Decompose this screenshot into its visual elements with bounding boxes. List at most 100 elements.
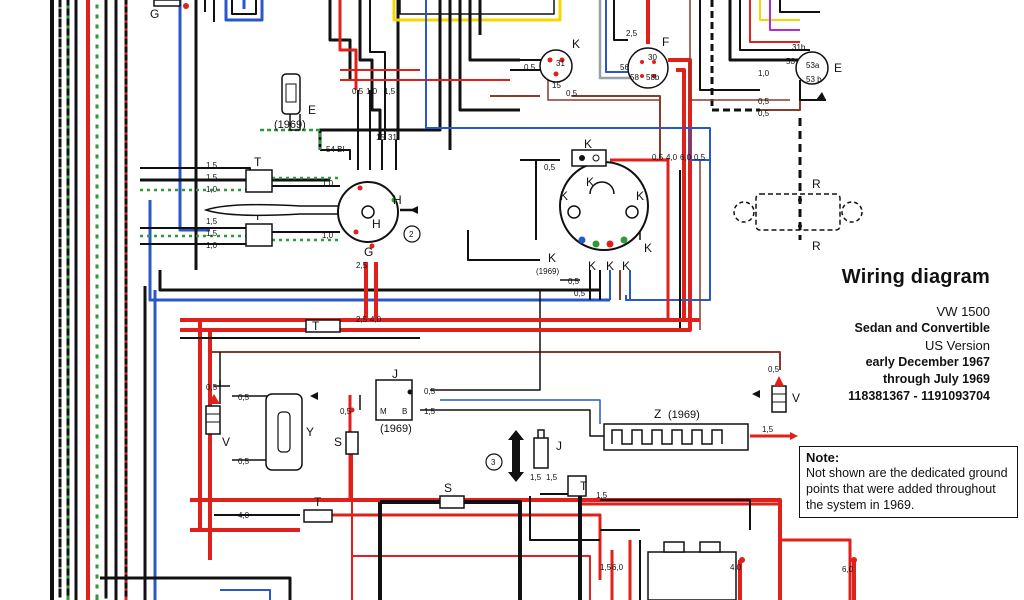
label-v2: V <box>792 391 800 405</box>
wire-40-bottom: 4,0 <box>238 511 250 520</box>
component-t1-mid: T 2,5 4,0 <box>305 315 382 333</box>
gauge-label: 15 <box>376 133 385 142</box>
gauge-label: 2,5 <box>356 261 368 270</box>
pin-f-30: 30 <box>648 53 657 62</box>
gauge-label: 6,0 <box>612 563 624 572</box>
pin-k8-15: 15 <box>552 81 561 90</box>
date-from: early December 1967 <box>865 355 990 369</box>
label-s2: S <box>334 435 342 449</box>
component-g1: G <box>150 0 189 21</box>
gauge-label: 0,5 <box>758 109 770 118</box>
gauge-label: 0,5 <box>352 87 364 96</box>
gauge-label: 1,0 <box>206 185 218 194</box>
component-r1: R R <box>733 177 863 253</box>
pin-j9-m: M <box>380 407 387 416</box>
label-k10-year: (1969) <box>536 267 559 276</box>
label-j5: J <box>556 439 562 453</box>
pin-k8-31: 31 <box>556 59 565 68</box>
label-z1: Z <box>654 407 661 421</box>
wire-40-battery: 4,0 <box>730 563 742 572</box>
gauge-label: 1,0 <box>322 231 334 240</box>
gauge-label: 4,0 <box>666 153 678 162</box>
wire-60: 6,0 <box>842 565 854 574</box>
middle-wires <box>140 0 790 600</box>
label-k7: K <box>584 137 592 151</box>
component-e15: E (1969) <box>274 73 316 131</box>
label-circle-2: 2 <box>409 230 414 239</box>
pin-e-53a: 53a <box>806 61 820 70</box>
wire-25: 2,5 <box>356 315 368 324</box>
gauge-label: 1,5 <box>600 563 612 572</box>
gauge-label: 1,0 <box>322 179 334 188</box>
label-g: G <box>364 245 373 259</box>
label-h2: H <box>393 193 402 207</box>
component-battery: 4,0 6,0 <box>647 541 857 600</box>
component-j5: J <box>533 429 562 469</box>
label-r1: R <box>812 177 821 191</box>
component-y: Y <box>265 392 318 471</box>
gauge-label: 1,5 <box>206 173 218 182</box>
gauge-label: 0,5 <box>566 89 578 98</box>
top-wires <box>178 0 826 560</box>
model-name: VW 1500 <box>936 304 990 319</box>
label-v1: V <box>222 435 230 449</box>
label-e: E <box>834 61 842 75</box>
component-z1: Z (1969) 1,5 <box>603 407 798 451</box>
wire-gauge-labels: 1,5 1,5 1,0 1,5 1,5 1,0 1,0 1,0 0,5 1,0 … <box>206 29 780 572</box>
chassis-range: 118381367 - 1191093704 <box>848 389 990 403</box>
gauge-label: 1,5 <box>206 161 218 170</box>
gauge-label: 0,5 <box>652 153 664 162</box>
gauge-label: 1,5 <box>424 407 436 416</box>
wire-40: 4,0 <box>370 315 382 324</box>
gauge-label: 1,5 <box>384 87 396 96</box>
left-wire-bundle <box>50 0 128 600</box>
gauge-label: 1,5 <box>546 473 558 482</box>
gauge-label: 1,5 <box>206 229 218 238</box>
date-to: through July 1969 <box>883 372 990 386</box>
gauge-label: 1,0 <box>758 69 770 78</box>
label-j9: J <box>392 367 398 381</box>
component-s2: S <box>334 431 359 455</box>
note-text: Not shown are the dedicated ground point… <box>806 466 1008 512</box>
pin-f-58: 58 <box>630 73 639 82</box>
label-y: Y <box>306 425 314 439</box>
label-r-minus: R <box>812 239 821 253</box>
diagram-title: Wiring diagram <box>841 266 990 288</box>
component-arrow-3: 3 <box>485 430 524 482</box>
gauge-label: 1,5 <box>206 217 218 226</box>
component-v2: V <box>752 376 800 413</box>
gauge-label: 1,5 <box>596 491 608 500</box>
gauge-label: 1,5 <box>530 473 542 482</box>
label-g1: G <box>150 7 159 21</box>
label-t1-mid: T <box>312 319 320 333</box>
label-k8: K <box>572 37 580 51</box>
gauge-label: 31 <box>388 133 397 142</box>
gauge-label: 1,0 <box>366 87 378 96</box>
component-v1: V 0,5 <box>205 380 230 449</box>
component-s1: S <box>439 481 465 509</box>
component-k8: K 31 15 <box>539 37 580 90</box>
label-z1-year: (1969) <box>668 409 700 421</box>
bottom-wires <box>100 493 856 600</box>
gauge-label: 0,5 <box>768 365 780 374</box>
body-type: Sedan and Convertible <box>854 321 990 335</box>
label-k5a: K <box>560 189 568 203</box>
label-f: F <box>662 35 669 49</box>
label-k2: K <box>622 259 630 273</box>
component-f: F 30 56 58 58b <box>620 35 669 89</box>
label-k1: K <box>644 241 652 255</box>
label-k4: K <box>588 259 596 273</box>
gauge-label: 1,0 <box>206 241 218 250</box>
title-block: Wiring diagram VW 1500 Sedan and Convert… <box>750 266 990 405</box>
label-e15-year: (1969) <box>274 119 306 131</box>
label-k10: K <box>548 251 556 265</box>
gauge-label: 0,5 <box>574 289 586 298</box>
label-h1: H <box>372 217 381 231</box>
label-t-top: T <box>254 155 262 169</box>
label-j9-year: (1969) <box>380 423 412 435</box>
label-t1-right: T <box>580 479 588 493</box>
wire-15-z1: 1,5 <box>762 425 774 434</box>
label-k5b: K <box>636 189 644 203</box>
gauge-label: 0,5 <box>694 153 706 162</box>
